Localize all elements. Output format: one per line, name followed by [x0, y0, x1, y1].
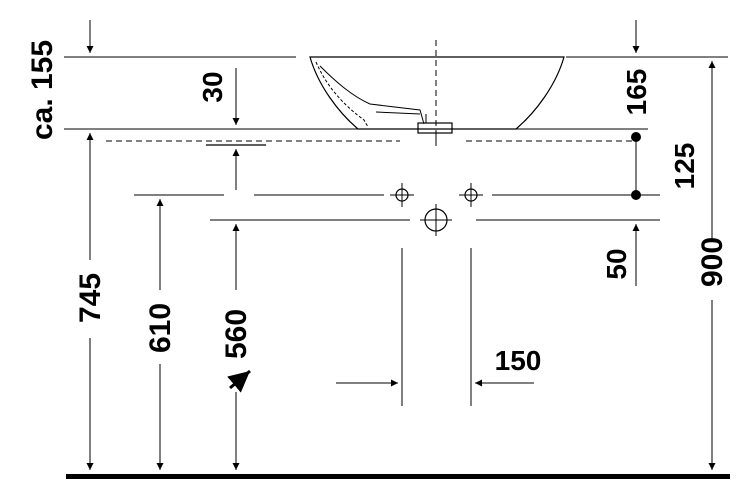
- dim-900: 900: [696, 237, 729, 287]
- dim-125-dot-bottom: [631, 190, 641, 200]
- dim-560: 560: [220, 309, 253, 359]
- dim-745: 745: [74, 273, 107, 323]
- floor-line: [66, 474, 730, 479]
- dim-165: 165: [621, 69, 652, 116]
- dim-150: 150: [495, 345, 542, 376]
- dim-125-dot-top: [631, 132, 641, 142]
- countertop-line: [64, 128, 648, 146]
- dim-ca-155: ca. 155: [26, 40, 59, 140]
- drain-outline: [417, 114, 453, 140]
- pointer-arrow: [227, 369, 251, 393]
- dim-50: 50: [601, 248, 632, 279]
- dim-30: 30: [197, 71, 228, 102]
- basin-outline: [309, 40, 565, 150]
- dim-125: 125: [669, 143, 700, 190]
- dim-610: 610: [144, 303, 177, 353]
